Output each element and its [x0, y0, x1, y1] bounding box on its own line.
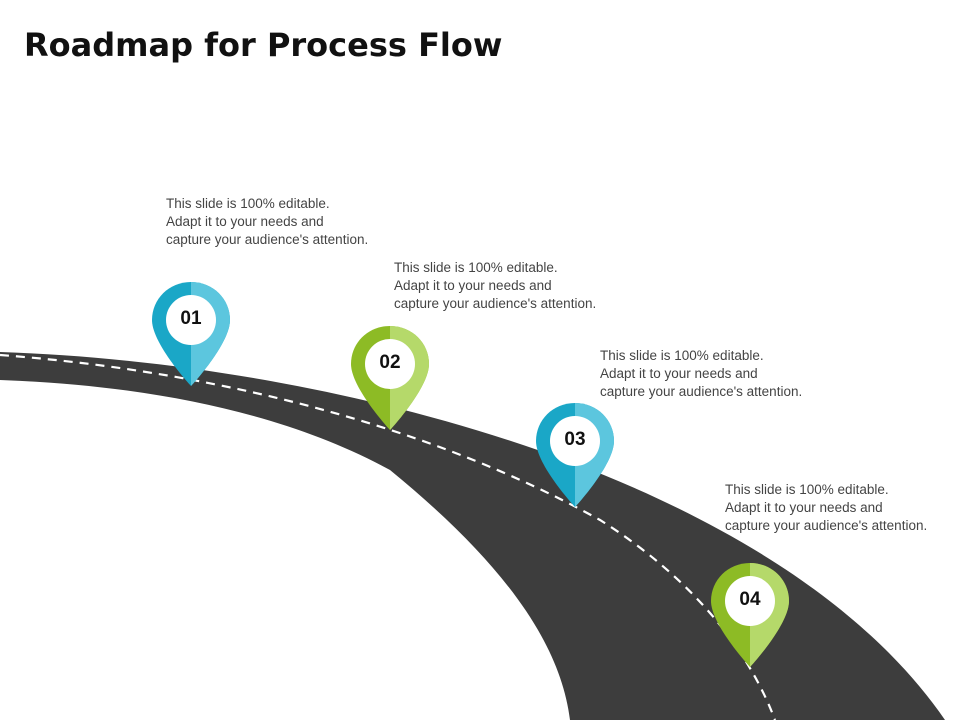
milestone-3-description: This slide is 100% editable. Adapt it to…	[600, 347, 802, 401]
milestone-4-description: This slide is 100% editable. Adapt it to…	[725, 481, 927, 535]
milestone-pin-2: 02	[349, 324, 431, 432]
map-pin-icon	[351, 326, 429, 430]
milestone-4-line-3: capture your audience's attention.	[725, 518, 928, 533]
milestone-2-line-2: Adapt it to your needs and	[394, 278, 552, 293]
road-surface	[0, 352, 945, 720]
milestone-1-line-2: Adapt it to your needs and	[166, 214, 324, 229]
milestone-3-number: 03	[564, 429, 586, 450]
milestone-1-description: This slide is 100% editable. Adapt it to…	[166, 195, 368, 249]
milestone-3-line-1: This slide is 100% editable.	[600, 348, 764, 363]
milestone-1-line-3: capture your audience's attention.	[166, 232, 369, 247]
map-pin-icon	[711, 563, 789, 667]
map-pin-icon	[152, 282, 230, 386]
milestone-2-line-3: capture your audience's attention.	[394, 296, 597, 311]
milestone-1-number: 01	[180, 308, 202, 329]
milestone-pin-3: 03	[534, 401, 616, 509]
milestone-2-description: This slide is 100% editable. Adapt it to…	[394, 259, 596, 313]
milestone-1-line-1: This slide is 100% editable.	[166, 196, 330, 211]
map-pin-icon	[536, 403, 614, 507]
milestone-pin-4: 04	[709, 561, 791, 669]
milestone-2-number: 02	[379, 352, 401, 373]
milestone-3-line-2: Adapt it to your needs and	[600, 366, 758, 381]
milestone-4-line-1: This slide is 100% editable.	[725, 482, 889, 497]
milestone-2-line-1: This slide is 100% editable.	[394, 260, 558, 275]
milestone-4-number: 04	[739, 589, 761, 610]
milestone-4-line-2: Adapt it to your needs and	[725, 500, 883, 515]
milestone-3-line-3: capture your audience's attention.	[600, 384, 803, 399]
milestone-pin-1: 01	[150, 280, 232, 388]
slide-title: Roadmap for Process Flow	[24, 26, 503, 64]
